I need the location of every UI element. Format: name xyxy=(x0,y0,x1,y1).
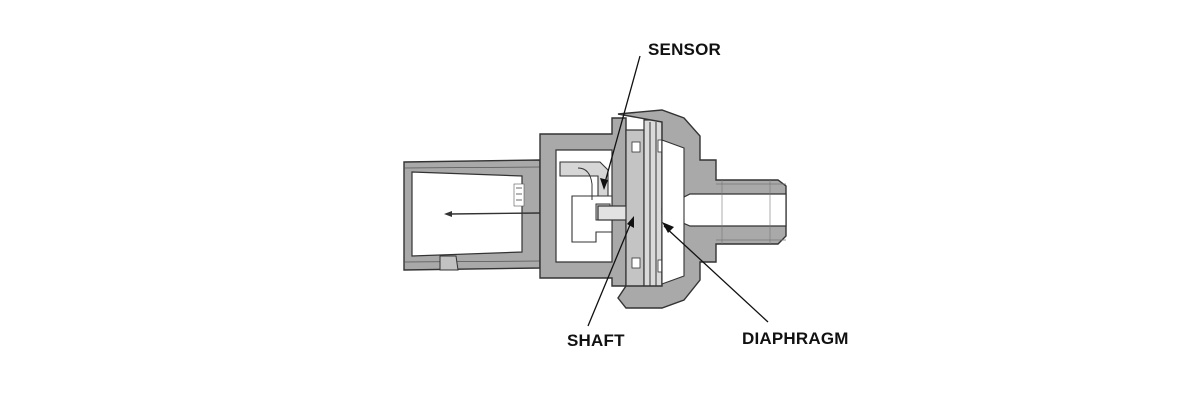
shaft-label: SHAFT xyxy=(567,331,625,350)
sensor-label: SENSOR xyxy=(648,40,721,59)
leader-lines xyxy=(587,55,769,327)
sensor-housing xyxy=(539,117,627,287)
diaphragm-label: DIAPHRAGM xyxy=(742,329,849,348)
leader-diaphragm xyxy=(663,225,769,323)
leader-diaphragm-arrow xyxy=(662,222,674,233)
leader-sensor xyxy=(603,55,641,187)
pressure-port xyxy=(617,109,787,309)
leader-sensor-arrow xyxy=(600,178,608,190)
connector-body xyxy=(403,159,541,271)
leader-shaft xyxy=(587,219,633,327)
leader-shaft-arrow xyxy=(627,216,634,228)
